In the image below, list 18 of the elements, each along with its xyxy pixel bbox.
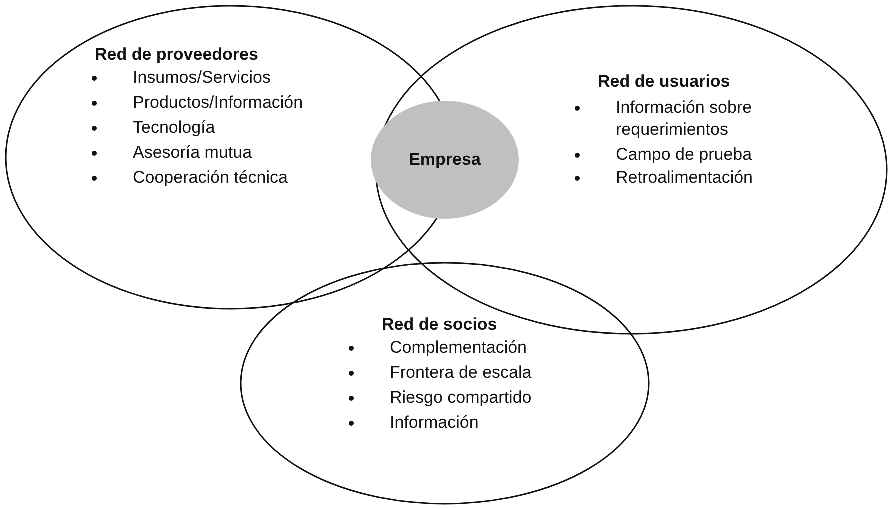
bullet-item: Información sobre requerimientos (571, 97, 796, 141)
heading: Red de socios (382, 314, 498, 336)
bullet-item: Retroalimentación (571, 167, 754, 189)
bullet-item: Tecnología (88, 117, 216, 139)
bullet-item: Complementación (345, 337, 528, 359)
venn-ellipse (240, 262, 650, 505)
bullet-item: Productos/Información (88, 92, 304, 114)
bullet-item: Frontera de escala (345, 362, 532, 384)
bullet-item: Riesgo compartido (345, 387, 532, 409)
bullet-item: Cooperación técnica (88, 167, 288, 189)
venn-ellipse (375, 5, 888, 335)
center-label: Empresa (408, 149, 482, 171)
bullet-item: Asesoría mutua (88, 142, 252, 164)
heading: Red de usuarios (598, 71, 730, 93)
heading: Red de proveedores (95, 44, 258, 66)
bullet-item: Campo de prueba (571, 144, 752, 166)
bullet-item: Información (345, 412, 479, 434)
bullet-item: Insumos/Servicios (88, 67, 271, 89)
